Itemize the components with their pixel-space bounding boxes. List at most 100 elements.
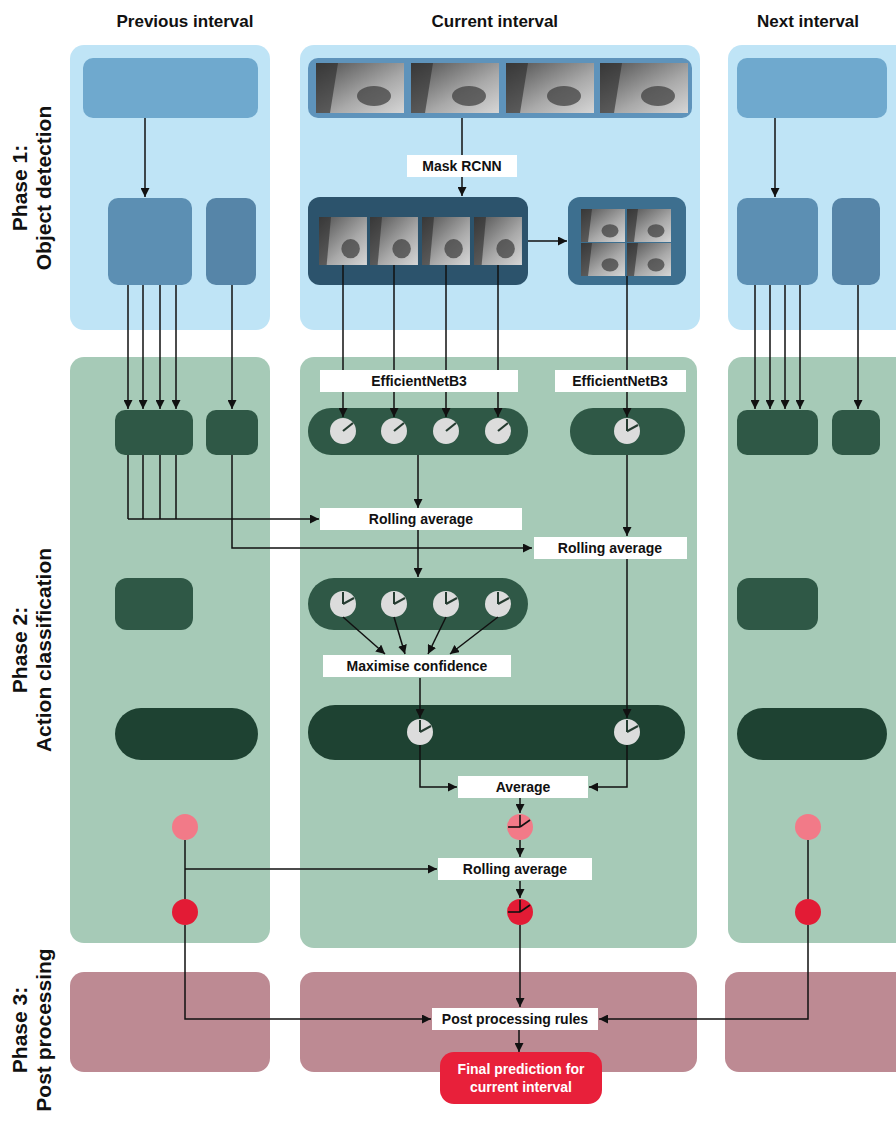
grid-frame (627, 243, 671, 276)
output-box: Final prediction for current interval (440, 1052, 602, 1104)
grid-frame (581, 243, 625, 276)
flow-line (528, 240, 567, 242)
flow-line (857, 285, 859, 409)
cropped-frame (319, 217, 367, 265)
flow-line (807, 840, 809, 899)
flow-line (420, 745, 457, 787)
box-text: Final prediction for current interval (450, 1060, 592, 1096)
camera-frame (411, 63, 499, 113)
scores-box (115, 578, 193, 630)
scores-pill (308, 578, 528, 630)
detections-box (108, 198, 192, 285)
phase3-panel (70, 972, 270, 1072)
confidence-dial (485, 591, 511, 617)
process-box: Maximise confidence (323, 655, 511, 677)
flow-line (784, 285, 786, 409)
detections-box (737, 198, 818, 285)
confidence-dial (433, 591, 459, 617)
phase-label: Phase 3: Post processing (8, 920, 56, 1122)
confidence-dial (614, 719, 640, 745)
phase2-panel (728, 357, 896, 943)
flow-line (754, 285, 756, 409)
flow-line (343, 617, 385, 654)
flow-line (450, 617, 498, 654)
process-box: Average (458, 776, 588, 798)
scores-box (832, 410, 880, 455)
process-box: Rolling average (320, 508, 522, 530)
combined-scores (115, 708, 258, 760)
flow-line (159, 285, 161, 409)
flow-arrow (518, 1030, 520, 1052)
phase-label: Phase 1: Object detection (8, 78, 56, 298)
phase1-panel (70, 45, 270, 330)
grid-box (568, 197, 686, 285)
cropped-frame (474, 217, 522, 265)
flow-line (497, 265, 499, 417)
process-box: Rolling average (534, 537, 687, 559)
flow-line (417, 455, 419, 508)
box-text: Maximise confidence (347, 657, 488, 675)
phase-label: Phase 2: Action classification (8, 540, 56, 760)
flow-line (417, 530, 419, 577)
flow-line (626, 455, 628, 536)
prediction-dot (795, 899, 821, 925)
process-box: Mask RCNN (407, 155, 517, 177)
frames-box (83, 58, 258, 118)
flow-line (519, 925, 521, 1007)
flow-line (799, 285, 801, 409)
phase3-panel (725, 972, 896, 1072)
camera-frame (506, 63, 594, 113)
camera-frame (316, 63, 404, 113)
confidence-dial (330, 418, 356, 444)
phase1-panel (300, 45, 700, 330)
confidence-dial (485, 418, 511, 444)
flow-line (519, 881, 521, 898)
prediction-dot (507, 899, 533, 925)
flow-line (142, 285, 144, 409)
flow-line (774, 118, 776, 197)
scores-pill (308, 408, 528, 455)
flow-line (127, 285, 129, 409)
flow-line (419, 678, 421, 718)
phase2-panel (300, 357, 697, 948)
flow-line (185, 868, 437, 870)
detections-box (308, 197, 528, 285)
column-heading: Next interval (757, 12, 859, 32)
flow-line (626, 276, 628, 417)
scores-box (206, 410, 258, 455)
process-box: EfficientNetB3 (555, 370, 686, 392)
flow-line (599, 925, 808, 1019)
combined-scores (737, 708, 887, 760)
scores-box (115, 410, 193, 455)
flow-line (769, 285, 771, 409)
flow-line (393, 265, 395, 417)
phase2-panel (70, 357, 270, 943)
frames-box (737, 58, 887, 118)
confidence-dial (433, 418, 459, 444)
box-text: EfficientNetB3 (371, 372, 467, 390)
box-text: Mask RCNN (422, 157, 501, 175)
flow-line (128, 518, 319, 520)
process-box: Rolling average (438, 858, 592, 880)
flow-line (175, 285, 177, 409)
flow-line (342, 265, 344, 417)
box-text: Average (496, 778, 551, 796)
flow-line (626, 559, 628, 718)
process-box: Post processing rules (432, 1008, 598, 1030)
prediction-dot (795, 814, 821, 840)
confidence-dial (381, 591, 407, 617)
prediction-dot (507, 814, 533, 840)
scores-box (737, 410, 818, 455)
column-heading: Current interval (432, 12, 559, 32)
flow-line (428, 617, 446, 654)
flow-line (185, 925, 431, 1019)
box-text: Post processing rules (442, 1010, 588, 1028)
cropped-frame (422, 217, 470, 265)
prediction-dot (172, 814, 198, 840)
box-text: Rolling average (369, 510, 473, 528)
cropped-frame (370, 217, 418, 265)
flow-line (232, 455, 532, 548)
column-heading: Previous interval (117, 12, 254, 32)
prediction-dot (172, 899, 198, 925)
